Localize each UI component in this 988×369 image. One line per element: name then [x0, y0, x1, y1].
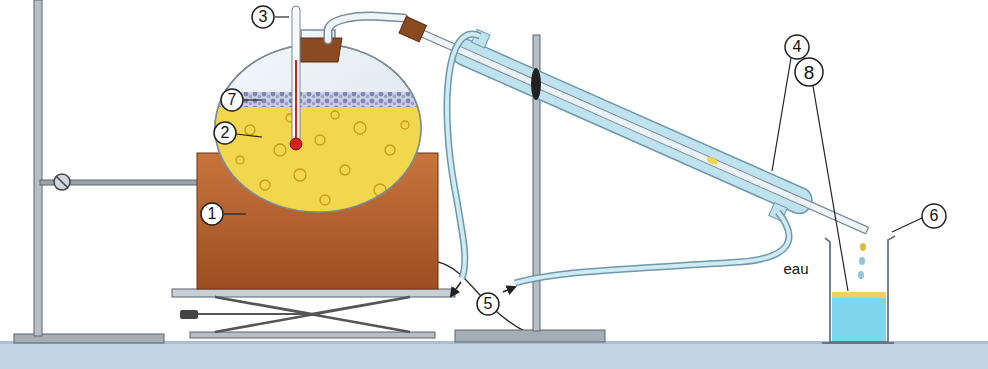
- callout-number: 3: [259, 9, 268, 25]
- callout-number: 7: [228, 92, 237, 108]
- bubble: [401, 121, 409, 129]
- bubble: [245, 125, 255, 135]
- callout-number: 5: [484, 296, 493, 312]
- bubble: [354, 122, 366, 134]
- callout-number: 6: [930, 208, 939, 224]
- bubble: [274, 144, 286, 156]
- callout-number: 8: [804, 63, 815, 82]
- bubble: [236, 156, 244, 164]
- callout-number: 1: [208, 206, 217, 222]
- bubble: [315, 135, 325, 145]
- callout-number: 2: [221, 125, 230, 141]
- bubble: [331, 111, 339, 119]
- bubble: [385, 145, 395, 155]
- bubble: [374, 184, 386, 196]
- water-label: eau: [783, 261, 808, 276]
- bubble: [320, 195, 330, 205]
- bubble: [340, 165, 350, 175]
- callout-number: 4: [793, 39, 802, 55]
- bubble: [260, 180, 270, 190]
- bubble: [294, 169, 306, 181]
